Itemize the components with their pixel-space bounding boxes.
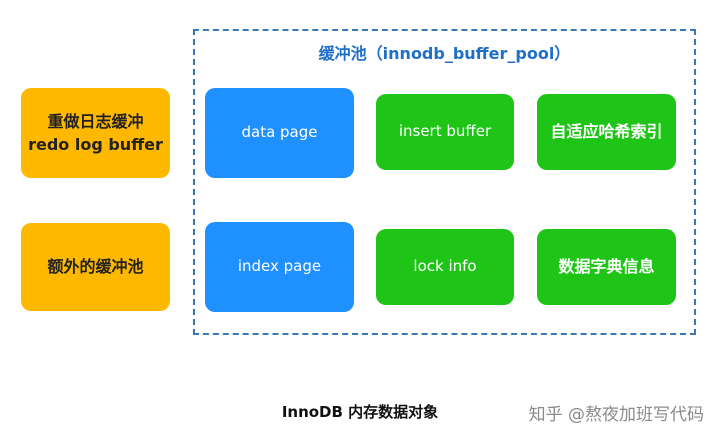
buffer-pool-title: 缓冲池（innodb_buffer_pool） bbox=[318, 44, 571, 63]
additional-buffer-pool-box: 额外的缓冲池 bbox=[21, 223, 170, 311]
adaptive-hash-index-box: 自适应哈希索引 bbox=[537, 94, 676, 170]
data-dictionary-box: 数据字典信息 bbox=[537, 229, 676, 305]
watermark: 知乎 @熬夜加班写代码 bbox=[528, 405, 704, 425]
insert-buffer-box: insert buffer bbox=[376, 94, 514, 170]
data-page-box: data page bbox=[205, 88, 354, 178]
diagram-caption: InnoDB 内存数据对象 bbox=[281, 403, 439, 421]
redo-log-buffer-box: 重做日志缓冲 redo log buffer bbox=[21, 88, 170, 178]
buffer-pool-container bbox=[193, 29, 696, 335]
index-page-box: index page bbox=[205, 222, 354, 312]
lock-info-box: lock info bbox=[376, 229, 514, 305]
